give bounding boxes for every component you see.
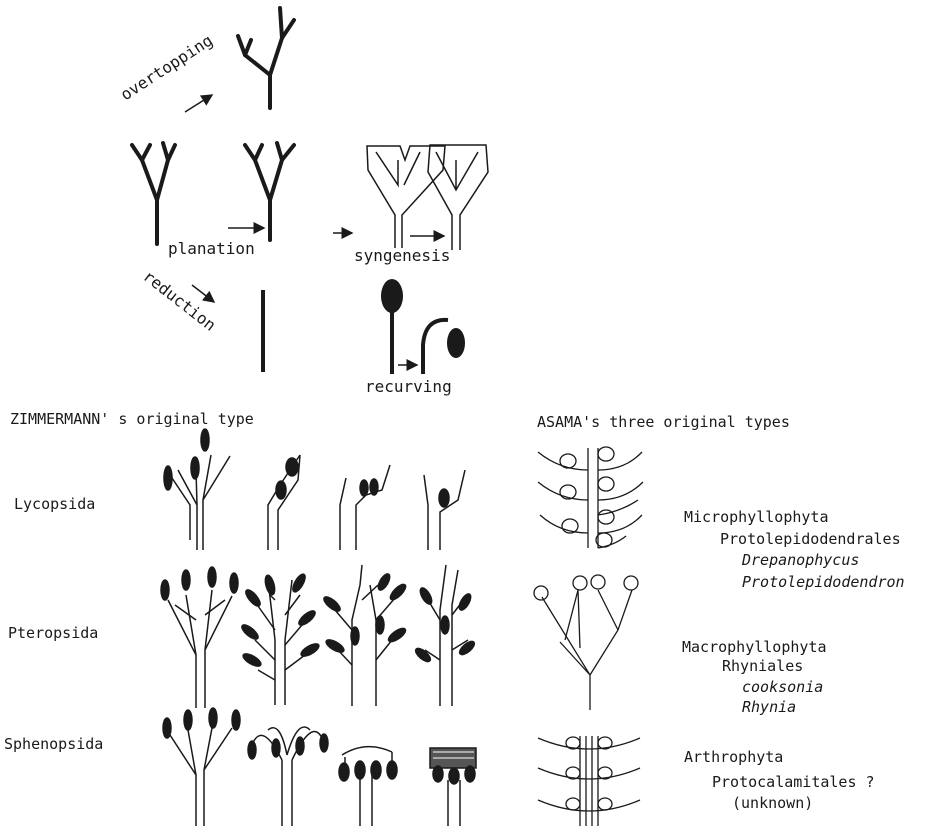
- pteropsida-type-2: [240, 572, 321, 705]
- planation-branch: [245, 143, 294, 240]
- syngenesis-web-2: [428, 145, 488, 250]
- overtopping-branch: [238, 8, 294, 108]
- sphenopsida-type-1: [163, 708, 240, 826]
- row-name-lycopsida: Lycopsida: [14, 497, 95, 512]
- recurving-straight: [381, 279, 403, 374]
- pteropsida-type-4: [414, 565, 477, 706]
- phylum-microphyllophyta: Microphyllophyta: [684, 510, 829, 525]
- genus-protolepidodendron: Protolepidodendron: [742, 575, 905, 590]
- recurving-bent: [423, 320, 465, 374]
- lycopsida-type-1: [164, 429, 230, 550]
- genus-rhynia: Rhynia: [742, 700, 796, 715]
- order-protolepidodendrales: Protolepidodendrales: [720, 532, 901, 547]
- order-rhyniales: Rhyniales: [722, 659, 803, 674]
- row-name-sphenopsida: Sphenopsida: [4, 737, 103, 752]
- original-telome: [132, 143, 175, 244]
- process-arrows: [185, 95, 444, 365]
- unknown-note: (unknown): [732, 796, 813, 811]
- zimmermann-header: ZIMMERMANN' s original type: [10, 412, 254, 427]
- row-name-pteropsida: Pteropsida: [8, 626, 98, 641]
- genus-drepanophycus: Drepanophycus: [742, 553, 859, 568]
- phylum-macrophyllophyta: Macrophyllophyta: [682, 640, 827, 655]
- pteropsida-type-1: [161, 567, 238, 708]
- genus-cooksonia: cooksonia: [742, 680, 823, 695]
- syngenesis-label: syngenesis: [354, 248, 450, 264]
- sphenopsida-type-3: [339, 747, 397, 826]
- asama-microphyllophyta-type: [538, 447, 643, 548]
- asama-macrophyllophyta-type: [534, 575, 638, 710]
- asama-arthrophyta-type: [538, 736, 640, 826]
- lycopsida-type-3: [340, 465, 390, 550]
- sphenopsida-type-2: [248, 727, 328, 826]
- planation-label: planation: [168, 241, 255, 257]
- asama-header: ASAMA's three original types: [537, 415, 790, 430]
- lycopsida-type-2: [268, 455, 300, 550]
- sphenopsida-type-4: [430, 748, 476, 826]
- lycopsida-type-4: [424, 470, 465, 550]
- order-protocalamitales: Protocalamitales ?: [712, 775, 875, 790]
- recurving-label: recurving: [365, 379, 452, 395]
- phylum-arthrophyta: Arthrophyta: [684, 750, 783, 765]
- pteropsida-type-3: [322, 565, 408, 706]
- syngenesis-web-1: [367, 146, 445, 248]
